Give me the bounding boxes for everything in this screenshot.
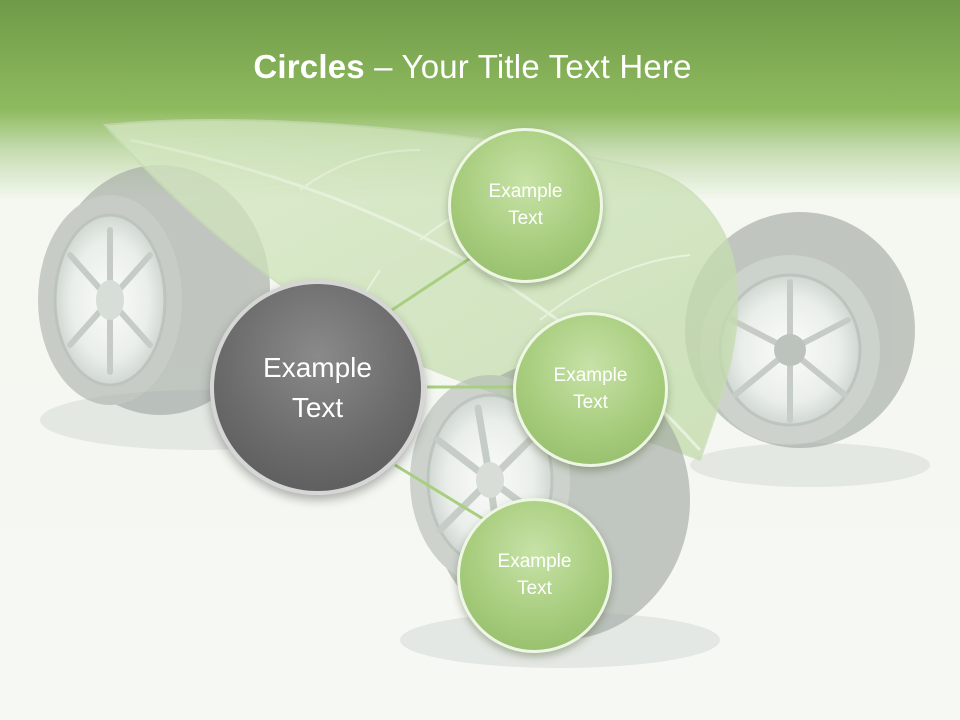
connector-line — [391, 255, 473, 312]
satellite-circle-middle[interactable]: Example Text — [513, 312, 668, 467]
center-circle-label: Example Text — [263, 352, 372, 423]
tire-shadow — [690, 443, 930, 487]
center-circle[interactable]: Example Text — [210, 280, 425, 495]
satellite-circle-label: Example Text — [488, 180, 563, 229]
satellite-circle-label: Example Text — [553, 364, 628, 413]
slide-title: Circles – Your Title Text Here — [0, 48, 945, 86]
satellite-circle-bottom[interactable]: Example Text — [457, 498, 612, 653]
tire-illustration — [685, 212, 915, 448]
connector-lines — [391, 255, 515, 522]
satellite-circle-top[interactable]: Example Text — [448, 128, 603, 283]
title-rest: – Your Title Text Here — [364, 48, 692, 85]
connector-line — [394, 463, 486, 522]
satellite-circle-label: Example Text — [497, 550, 572, 599]
title-bold: Circles — [253, 48, 365, 85]
